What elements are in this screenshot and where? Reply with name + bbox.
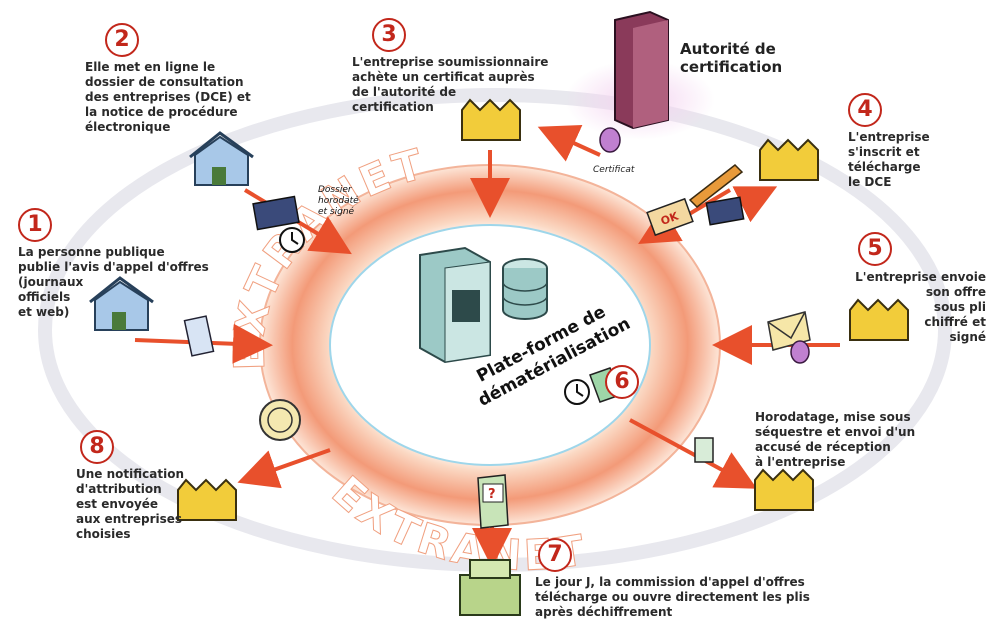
- step-number-5: 5: [858, 232, 892, 266]
- factory-icon: [849, 298, 909, 341]
- ok-document-icon: OK: [646, 196, 745, 237]
- notice-scroll-icon: [183, 315, 215, 357]
- pencil-icon: [688, 164, 744, 208]
- certificate-label: Certificat: [593, 165, 635, 175]
- step-number-3: 3: [372, 18, 406, 52]
- factory-icon: [759, 138, 819, 181]
- factory-icon: [461, 98, 521, 141]
- arrow-authority: [537, 125, 601, 162]
- award-wreath-icon: [259, 399, 301, 441]
- factory-icon: [177, 478, 237, 521]
- certificate-seal-icon: [599, 127, 621, 153]
- arrow-step6: [629, 418, 758, 489]
- sealed-envelope-icon: ?: [477, 474, 509, 529]
- svg-text:?: ?: [488, 487, 496, 502]
- envelope-icon: [767, 311, 811, 364]
- step-number-1: 1: [18, 208, 52, 242]
- house-icon: [89, 276, 154, 331]
- dossier-label: Dossier horodaté et signé: [318, 185, 362, 217]
- platform-server-icon: [419, 246, 548, 364]
- step-number-2: 2: [105, 23, 139, 57]
- commission-building-icon: [459, 559, 521, 616]
- house-icon: [189, 131, 254, 186]
- receipt-icon: [694, 437, 714, 463]
- svg-text:OK: OK: [659, 209, 681, 227]
- authority-tower-icon: [614, 10, 669, 130]
- step-number-8: 8: [80, 430, 114, 464]
- step-number-6: 6: [605, 365, 639, 399]
- factory-icon: [754, 468, 814, 511]
- dossier-icon: [252, 195, 305, 253]
- arrow-step8: [237, 448, 331, 489]
- step-number-7: 7: [538, 538, 572, 572]
- step-7-text: Le jour J, la commission d'appel d'offre…: [535, 575, 810, 619]
- step-number-4: 4: [848, 93, 882, 127]
